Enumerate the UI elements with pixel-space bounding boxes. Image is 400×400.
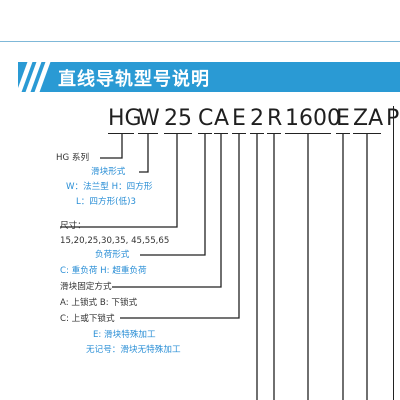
underline [250, 133, 264, 135]
leader-load [140, 134, 206, 256]
code-part-load: C [198, 106, 214, 131]
code-part-mount: A [214, 106, 230, 131]
underline [198, 133, 212, 135]
underline [108, 133, 134, 135]
top-border-line [0, 41, 400, 42]
page-title: 直线导轨型号说明 [58, 69, 210, 90]
leader-block-type [139, 134, 149, 173]
underline [267, 133, 281, 135]
leader-precision [393, 106, 400, 400]
leader-special [120, 134, 240, 319]
leader-series [100, 134, 123, 159]
code-part-precision: P [386, 106, 400, 131]
underline [285, 133, 331, 135]
underline [138, 133, 158, 135]
leader-mount [112, 134, 222, 288]
title-banner: 直线导轨型号说明 [16, 62, 400, 92]
underline [232, 133, 246, 135]
special-option-e: E: 滑块特殊加工 [93, 330, 156, 340]
special-option-none: 无记号：滑块无特殊加工 [86, 345, 181, 355]
code-part-rail-special: E [336, 106, 350, 131]
load-options: C: 重负荷 H: 超重负荷 [60, 266, 147, 276]
size-label: 尺寸： [60, 221, 86, 231]
code-part-rail-count: 2 [250, 106, 264, 131]
underline [353, 133, 381, 135]
code-part-rail: R [267, 106, 283, 131]
block-type-label: 滑块形式 [91, 167, 126, 177]
code-part-series: HG [108, 106, 142, 131]
code-part-preload: ZA [353, 106, 384, 131]
leader-size [60, 134, 178, 228]
block-type-options-1: W：法兰型 H：四方形 [66, 182, 153, 192]
code-part-length: 1600 [285, 106, 341, 131]
underline [214, 133, 228, 135]
mount-label: 滑块固定方式 [60, 282, 112, 292]
series-label: HG 系列 [56, 153, 90, 163]
mount-options-1: A: 上锁式 B: 下锁式 [60, 298, 138, 308]
underline [164, 133, 192, 135]
load-label: 负荷形式 [95, 250, 130, 260]
code-part-size: 25 [164, 106, 192, 131]
underline [336, 133, 350, 135]
block-type-options-2: L：四方形(低)3 [76, 197, 136, 207]
code-part-special: E [232, 106, 246, 131]
mount-options-2: C: 上或下锁式 [60, 314, 115, 324]
size-values: 15,20,25,30,35, 45,55,65 [60, 236, 170, 246]
code-part-block-type: W [138, 106, 160, 131]
